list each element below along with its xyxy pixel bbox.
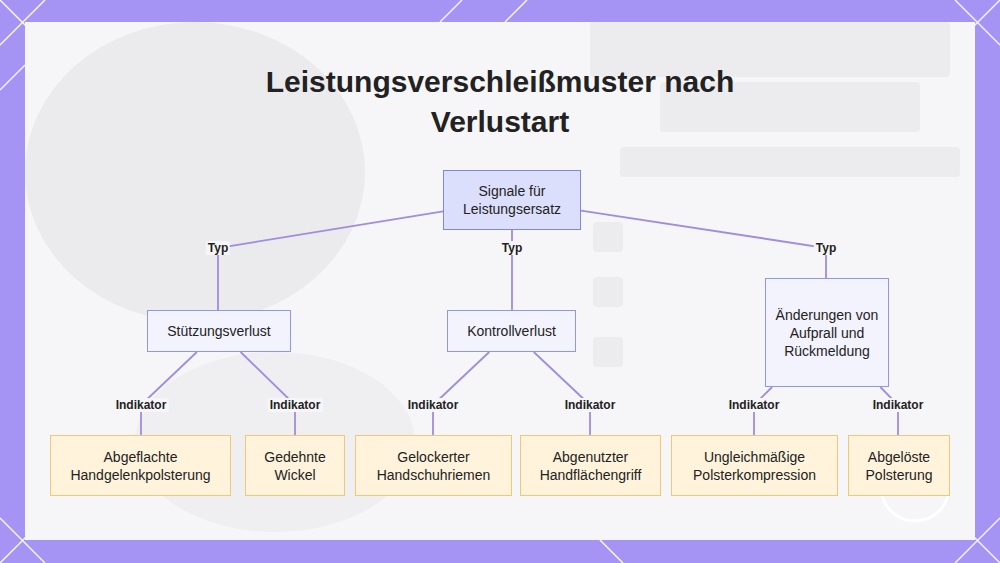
indicator-box: Gedehnte Wickel bbox=[245, 435, 345, 496]
node-text: Stützungsverlust bbox=[167, 322, 271, 340]
indicator-box: Ungleichmäßige Polsterkompression bbox=[671, 435, 838, 496]
edge-label: Typ bbox=[206, 241, 230, 255]
node-text: Kontrollverlust bbox=[467, 322, 556, 340]
edge-label: Indikator bbox=[406, 398, 461, 412]
node-text: Ungleichmäßige Polsterkompression bbox=[678, 448, 831, 484]
root-box: Signale für Leistungsersatz bbox=[443, 170, 581, 230]
edge-label: Indikator bbox=[871, 398, 926, 412]
edge-label: Indikator bbox=[268, 398, 323, 412]
edge-label: Typ bbox=[500, 241, 524, 255]
node-text: Änderungen von Aufprall und Rückmeldung bbox=[772, 306, 882, 360]
indicator-box: Abgeflachte Handgelenkpolsterung bbox=[50, 435, 231, 496]
node-text: Abgenutzter Handflächengriff bbox=[527, 448, 654, 484]
edge-label: Indikator bbox=[563, 398, 618, 412]
connector-line bbox=[433, 352, 489, 435]
category-box: Stützungsverlust bbox=[147, 310, 291, 352]
edge-label: Typ bbox=[814, 241, 838, 255]
connector-line bbox=[241, 352, 295, 435]
indicator-box: Gelockerter Handschuhriemen bbox=[355, 435, 512, 496]
connector-line bbox=[218, 211, 443, 310]
indicator-box: Abgenutzter Handflächengriff bbox=[520, 435, 661, 496]
node-text: Abgelöste Polsterung bbox=[855, 448, 943, 484]
node-text: Gelockerter Handschuhriemen bbox=[362, 448, 505, 484]
indicator-box: Abgelöste Polsterung bbox=[848, 435, 950, 496]
diagram-title: Leistungsverschleißmuster nach Verlustar… bbox=[250, 62, 750, 142]
edge-label: Indikator bbox=[114, 398, 169, 412]
node-text: Signale für Leistungsersatz bbox=[450, 182, 574, 218]
category-box: Kontrollverlust bbox=[447, 310, 576, 352]
edge-label: Indikator bbox=[727, 398, 782, 412]
connector-line bbox=[141, 352, 197, 435]
connector-line bbox=[581, 211, 826, 278]
node-text: Gedehnte Wickel bbox=[252, 448, 338, 484]
connector-line bbox=[534, 352, 590, 435]
category-box: Änderungen von Aufprall und Rückmeldung bbox=[765, 278, 889, 387]
node-text: Abgeflachte Handgelenkpolsterung bbox=[57, 448, 224, 484]
